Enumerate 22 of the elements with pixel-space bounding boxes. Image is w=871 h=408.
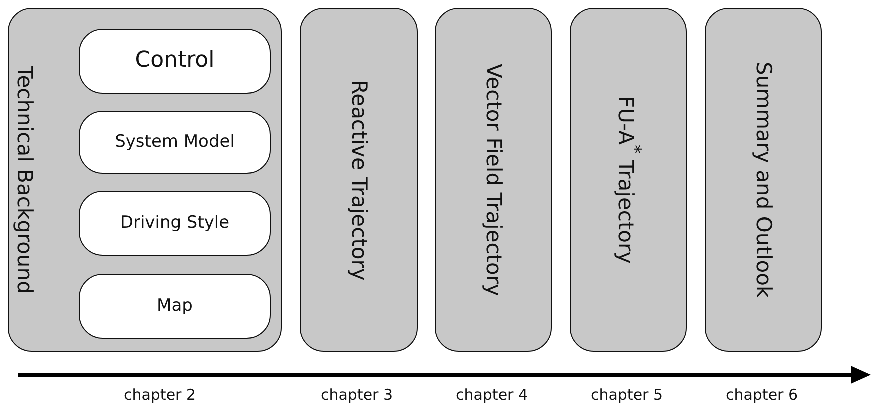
box-title: Map [157, 297, 193, 316]
topic-box [79, 191, 271, 256]
box-title: Technical Background [13, 66, 36, 294]
topic-box [79, 111, 271, 174]
topic-box [79, 274, 271, 339]
chapter-box [570, 8, 687, 352]
box-title: Reactive Trajectory [347, 80, 371, 280]
chapter-label: chapter 3 [320, 386, 394, 404]
chapter-label: chapter 2 [124, 386, 196, 404]
box-title: Driving Style [120, 214, 230, 233]
chapter-box [435, 8, 552, 352]
box-title: System Model [115, 133, 235, 152]
chapter-label: chapter 6 [726, 386, 798, 404]
chapter-label: chapter 5 [590, 386, 664, 404]
chapter-label: chapter 4 [456, 386, 528, 404]
box-title: Vector Field Trajectory [482, 64, 506, 296]
box-title: Summary and Outlook [752, 62, 776, 298]
chapter-box [300, 8, 418, 352]
chapter-box [705, 8, 822, 352]
chapter-box [8, 8, 282, 352]
topic-box [79, 29, 271, 94]
box-title: Control [135, 49, 215, 74]
